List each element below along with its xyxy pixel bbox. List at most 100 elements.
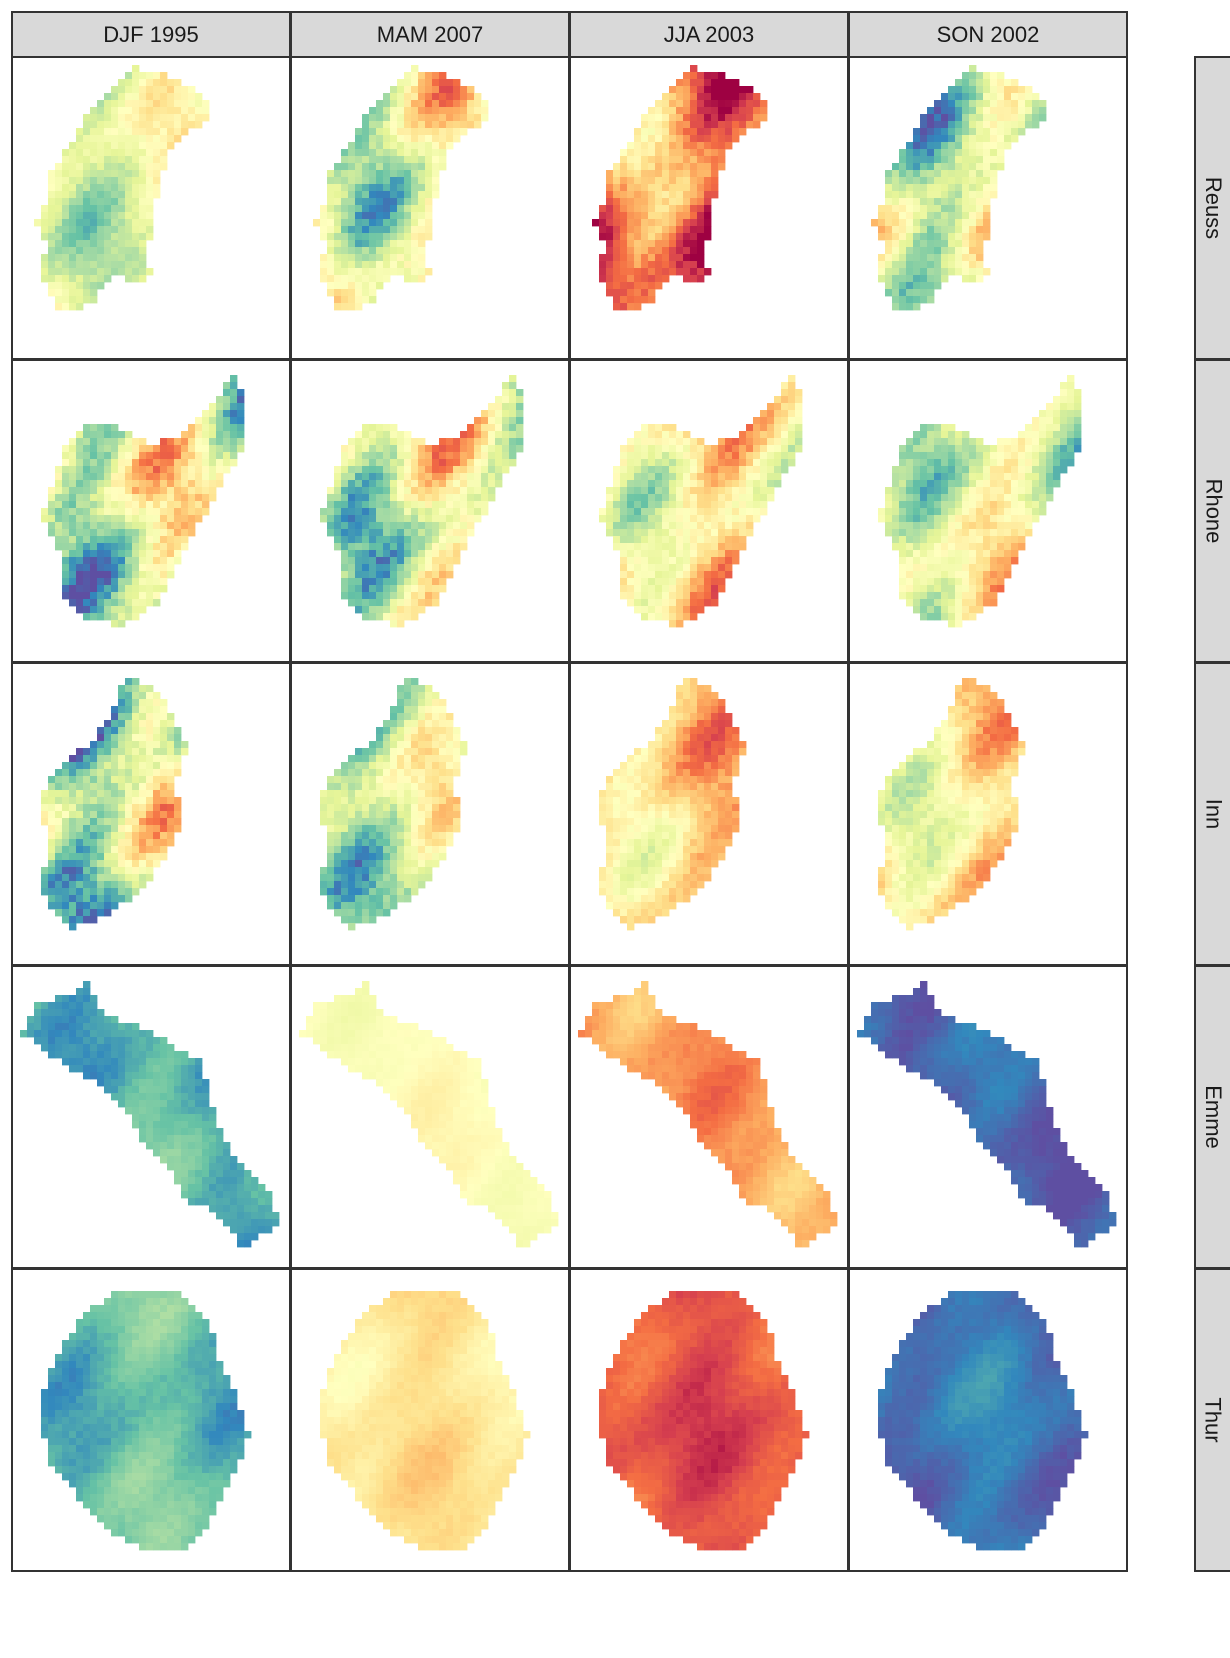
- heatmap-cell: [934, 261, 942, 269]
- heatmap-cell: [404, 720, 412, 728]
- heatmap-cell: [948, 431, 956, 439]
- heatmap-cell: [327, 247, 335, 255]
- heatmap-cell: [690, 459, 698, 467]
- heatmap-cell: [355, 156, 363, 164]
- heatmap-cell: [934, 247, 942, 255]
- heatmap-cell: [97, 895, 105, 903]
- heatmap-cell: [606, 219, 614, 227]
- heatmap-cell: [76, 508, 84, 516]
- heatmap-cell: [432, 501, 440, 509]
- heatmap-cell: [948, 424, 956, 432]
- heatmap-cell: [62, 818, 70, 826]
- heatmap-cell: [118, 571, 126, 579]
- heatmap-cell: [432, 72, 440, 80]
- heatmap-cell: [725, 114, 733, 122]
- heatmap-cell: [383, 233, 391, 241]
- heatmap-cell: [104, 205, 112, 213]
- heatmap-cell: [432, 529, 440, 537]
- heatmap-cell: [753, 508, 761, 516]
- heatmap-cell: [1039, 100, 1047, 108]
- heatmap-cell: [760, 114, 768, 122]
- heatmap-cell: [1053, 480, 1061, 488]
- heatmap-cell: [913, 431, 921, 439]
- heatmap-cell: [781, 438, 789, 446]
- heatmap-cell: [460, 121, 468, 129]
- heatmap-cell: [195, 431, 203, 439]
- heatmap-cell: [411, 177, 419, 185]
- heatmap-cell: [62, 480, 70, 488]
- heatmap-cell: [97, 825, 105, 833]
- heatmap-cell: [69, 769, 77, 777]
- heatmap-cell: [97, 275, 105, 283]
- heatmap-cell: [425, 219, 433, 227]
- heatmap-cell: [516, 410, 524, 418]
- heatmap-cell: [732, 466, 740, 474]
- heatmap-cell: [160, 853, 168, 861]
- heatmap-cell: [167, 720, 175, 728]
- heatmap-cell: [962, 198, 970, 206]
- heatmap-cell: [167, 459, 175, 467]
- heatmap-cell: [230, 389, 238, 397]
- heatmap-cell: [690, 438, 698, 446]
- heatmap-cell: [997, 452, 1005, 460]
- heatmap-cell: [139, 198, 147, 206]
- heatmap-cell: [913, 592, 921, 600]
- heatmap-cell: [90, 748, 98, 756]
- heatmap-cell: [1011, 466, 1019, 474]
- heatmap-cell: [369, 578, 377, 586]
- heatmap-cell: [927, 536, 935, 544]
- heatmap-cell: [669, 424, 677, 432]
- heatmap-cell: [334, 212, 342, 220]
- heatmap-cell: [418, 769, 426, 777]
- heatmap-cell: [934, 522, 942, 530]
- heatmap-cell: [104, 142, 112, 150]
- heatmap-cell: [41, 804, 49, 812]
- heatmap-cell: [460, 543, 468, 551]
- heatmap-cell: [627, 480, 635, 488]
- heatmap-cell: [355, 480, 363, 488]
- heatmap-cell: [474, 431, 482, 439]
- heatmap-cell: [83, 867, 91, 875]
- heatmap-cell: [76, 825, 84, 833]
- heatmap-cell: [404, 692, 412, 700]
- heatmap-cell: [683, 163, 691, 171]
- heatmap-cell: [502, 438, 510, 446]
- heatmap-cell: [962, 121, 970, 129]
- heatmap-cell: [948, 212, 956, 220]
- heatmap-cell: [934, 275, 942, 283]
- heatmap-cell: [648, 571, 656, 579]
- heatmap-cell: [669, 529, 677, 537]
- heatmap-cell: [146, 727, 154, 735]
- heatmap-cell: [90, 289, 98, 297]
- heatmap-cell: [383, 515, 391, 523]
- heatmap-cell: [495, 459, 503, 467]
- heatmap-cell: [969, 268, 977, 276]
- heatmap-cell: [962, 459, 970, 467]
- heatmap-cell: [732, 487, 740, 495]
- heatmap-cell: [941, 424, 949, 432]
- heatmap-cell: [111, 501, 119, 509]
- heatmap-cell: [418, 170, 426, 178]
- heatmap-cell: [404, 100, 412, 108]
- heatmap-cell: [432, 804, 440, 812]
- heatmap-cell: [62, 501, 70, 509]
- heatmap-cell: [160, 79, 168, 87]
- heatmap-cell: [411, 613, 419, 621]
- heatmap-cell: [355, 212, 363, 220]
- heatmap-cell: [962, 247, 970, 255]
- heatmap-cell: [446, 818, 454, 826]
- heatmap-cell: [376, 254, 384, 262]
- heatmap-cell: [418, 268, 426, 276]
- heatmap-cell: [404, 107, 412, 115]
- heatmap-cell: [955, 487, 963, 495]
- heatmap-cell: [669, 135, 677, 143]
- heatmap-cell: [425, 487, 433, 495]
- heatmap-cell: [962, 592, 970, 600]
- heatmap-cell: [697, 121, 705, 129]
- heatmap-cell: [613, 247, 621, 255]
- heatmap-cell: [962, 599, 970, 607]
- heatmap-cell: [690, 93, 698, 101]
- heatmap-cell: [878, 205, 886, 213]
- heatmap-cell: [390, 254, 398, 262]
- heatmap-cell: [927, 170, 935, 178]
